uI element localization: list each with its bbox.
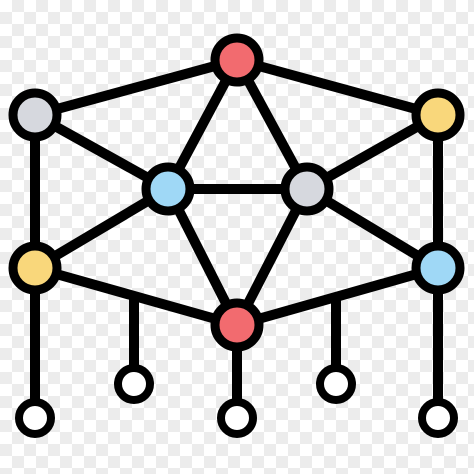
- node-center-right-gray: [280, 162, 334, 216]
- node-lower-right-blue: [411, 241, 465, 295]
- node-center-left-blue: [141, 162, 195, 216]
- node-term-mid-right: [316, 364, 356, 404]
- node-term-far-left: [15, 398, 55, 438]
- node-bottom-red: [210, 298, 264, 352]
- edge-upper-left-gray-to-top-red: [30, 55, 242, 120]
- edge-top-red-to-upper-right-yellow: [232, 55, 443, 120]
- node-term-far-right: [418, 398, 458, 438]
- node-term-center: [217, 398, 257, 438]
- node-top-red: [210, 33, 264, 87]
- node-term-mid-left: [114, 364, 154, 404]
- node-layer: [8, 33, 465, 438]
- edge-layer: [30, 55, 443, 423]
- node-upper-right-yellow: [411, 88, 465, 142]
- node-upper-left-gray: [8, 88, 62, 142]
- node-lower-left-yellow: [8, 241, 62, 295]
